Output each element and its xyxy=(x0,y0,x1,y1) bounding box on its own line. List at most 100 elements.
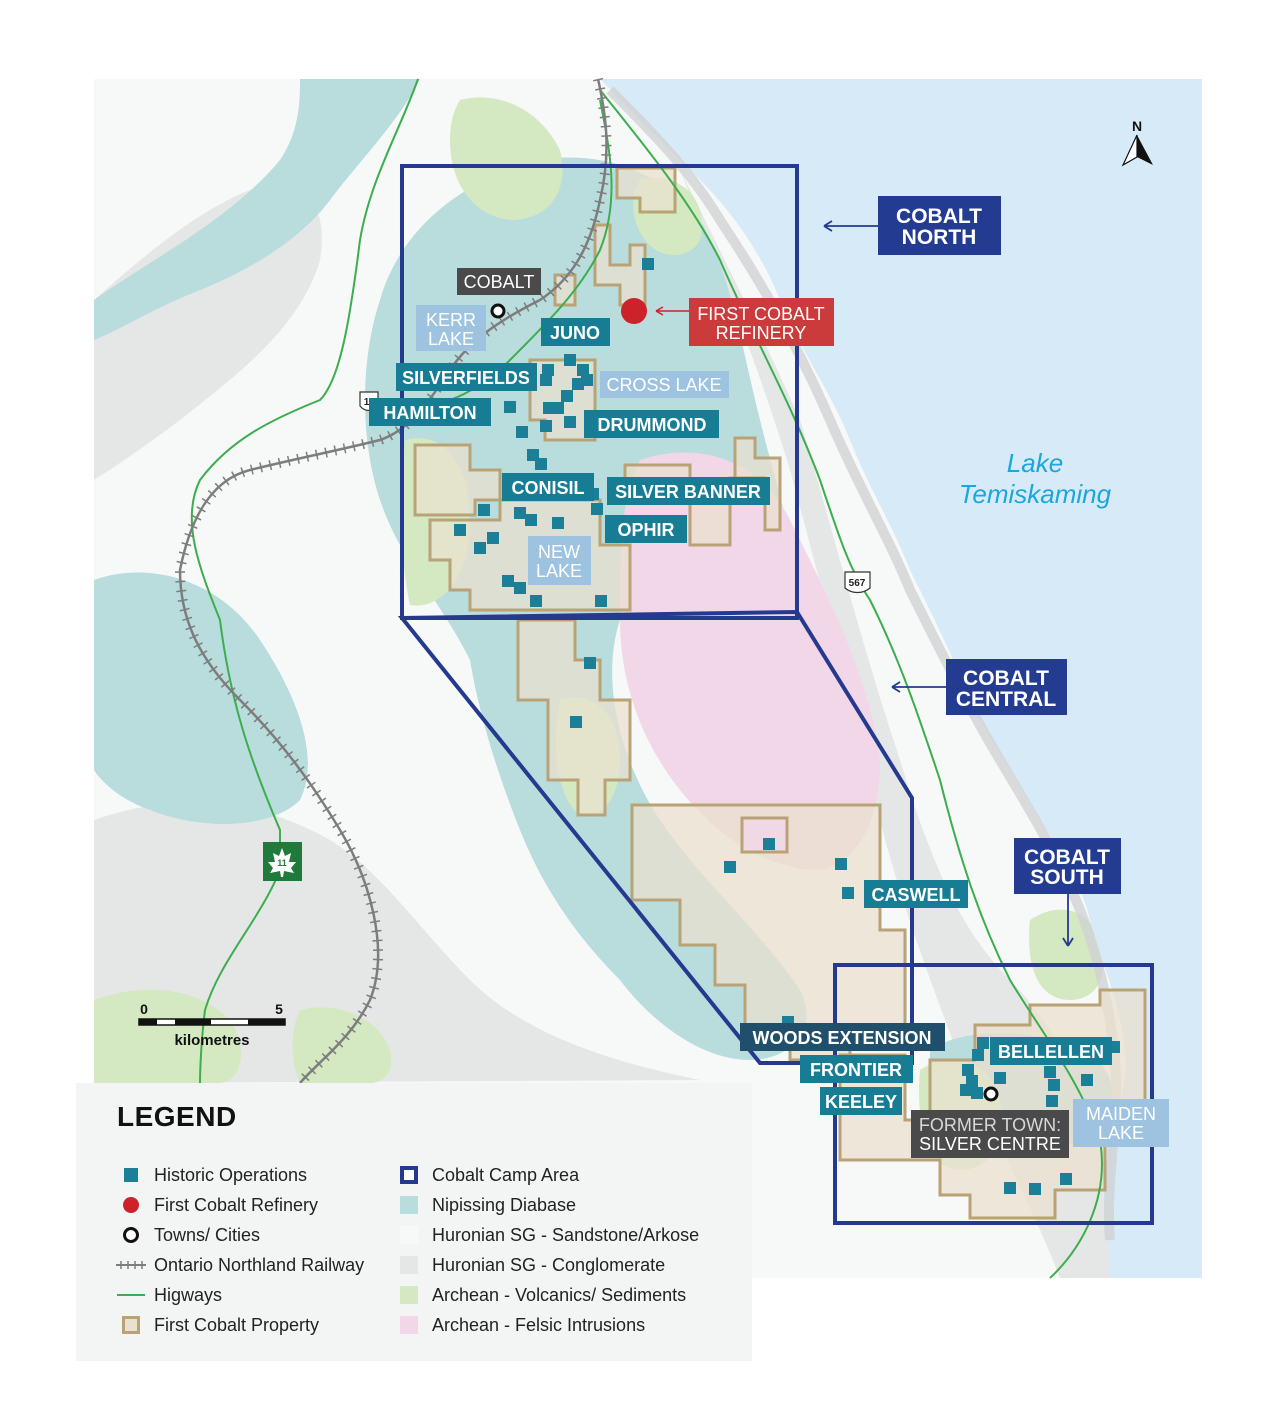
label-refinery-line2[interactable]: REFINERY xyxy=(716,323,807,343)
cobalt-central-arrow xyxy=(891,681,946,693)
historic-operation-marker[interactable] xyxy=(971,1087,983,1099)
historic-operation-marker[interactable] xyxy=(763,838,775,850)
historic-operation-marker[interactable] xyxy=(1046,1095,1058,1107)
label-kerr-lake-line2[interactable]: LAKE xyxy=(428,329,474,349)
shield-567-text: 567 xyxy=(849,578,866,589)
historic-operation-marker[interactable] xyxy=(542,364,554,376)
label-new-lake-bg xyxy=(528,536,591,585)
historic-operation-marker[interactable] xyxy=(595,595,607,607)
property-swatch-icon xyxy=(112,1314,150,1336)
historic-operation-marker[interactable] xyxy=(724,861,736,873)
ring-icon xyxy=(112,1224,150,1246)
historic-operation-marker[interactable] xyxy=(570,716,582,728)
historic-operation-marker[interactable] xyxy=(552,517,564,529)
historic-operation-marker[interactable] xyxy=(514,507,526,519)
label-maiden-lake-line2[interactable]: LAKE xyxy=(1098,1123,1144,1143)
label-juno[interactable]: JUNO xyxy=(550,323,600,343)
label-refinery-line1[interactable]: FIRST COBALT xyxy=(697,304,824,324)
camp-area-north xyxy=(400,164,799,620)
historic-operation-marker[interactable] xyxy=(516,426,528,438)
diabase-swatch-icon xyxy=(390,1194,428,1216)
label-cross-lake[interactable]: CROSS LAKE xyxy=(606,375,721,395)
label-silver-centre-bg xyxy=(911,1110,1069,1158)
historic-operation-marker[interactable] xyxy=(972,1049,984,1061)
historic-operation-marker[interactable] xyxy=(1060,1173,1072,1185)
area-label-south[interactable]: COBALT SOUTH xyxy=(1014,838,1121,894)
label-silver-centre-line1[interactable]: FORMER TOWN: xyxy=(919,1115,1061,1135)
historic-operation-marker[interactable] xyxy=(577,364,589,376)
label-conisil[interactable]: CONISIL xyxy=(511,478,584,498)
historic-operation-marker[interactable] xyxy=(561,390,573,402)
label-silverfields[interactable]: SILVERFIELDS xyxy=(402,368,530,388)
historic-operation-marker[interactable] xyxy=(584,657,596,669)
historic-operation-marker[interactable] xyxy=(564,416,576,428)
label-bellellen[interactable]: BELLELLEN xyxy=(998,1042,1104,1062)
historic-operation-marker[interactable] xyxy=(535,458,547,470)
scale-unit-label: kilometres xyxy=(174,1032,249,1049)
label-maiden-lake-line1[interactable]: MAIDEN xyxy=(1086,1104,1156,1124)
label-new-lake-line2[interactable]: LAKE xyxy=(536,561,582,581)
area-label-south-line1: COBALT xyxy=(1024,846,1110,869)
ontario-northland-railway xyxy=(174,77,612,1087)
label-new-lake-line1[interactable]: NEW xyxy=(538,542,580,562)
historic-operation-marker[interactable] xyxy=(591,503,603,515)
label-conisil-bg xyxy=(502,473,594,501)
highway-567-shield: 567 xyxy=(844,571,871,594)
label-hamilton[interactable]: HAMILTON xyxy=(383,403,476,423)
label-juno-bg xyxy=(541,318,610,346)
historic-operation-marker[interactable] xyxy=(552,402,564,414)
historic-operation-marker[interactable] xyxy=(502,575,514,587)
historic-operation-marker[interactable] xyxy=(564,354,576,366)
historic-operation-marker[interactable] xyxy=(842,887,854,899)
historic-operation-marker[interactable] xyxy=(525,514,537,526)
first-cobalt-refinery-marker[interactable] xyxy=(621,298,647,324)
historic-operation-marker[interactable] xyxy=(994,1072,1006,1084)
diabase-zone-north xyxy=(94,79,420,340)
historic-operation-marker[interactable] xyxy=(1081,1074,1093,1086)
label-caswell[interactable]: CASWELL xyxy=(872,885,961,905)
historic-operation-marker[interactable] xyxy=(540,374,552,386)
label-ophir[interactable]: OPHIR xyxy=(617,520,674,540)
area-label-central[interactable]: COBALT CENTRAL xyxy=(946,659,1067,715)
label-keeley[interactable]: KEELEY xyxy=(825,1092,897,1112)
historic-operation-marker[interactable] xyxy=(474,542,486,554)
label-silver-banner[interactable]: SILVER BANNER xyxy=(615,482,761,502)
historic-operation-marker[interactable] xyxy=(514,582,526,594)
historic-operations xyxy=(454,258,1120,1195)
historic-operation-marker[interactable] xyxy=(487,532,499,544)
legend-label: Towns/ Cities xyxy=(154,1224,261,1245)
historic-operation-marker[interactable] xyxy=(977,1037,989,1049)
label-frontier[interactable]: FRONTIER xyxy=(810,1060,902,1080)
label-maiden-lake-bg xyxy=(1073,1099,1169,1147)
area-label-north-line1: COBALT xyxy=(896,205,982,228)
label-drummond-bg xyxy=(584,410,719,438)
historic-operation-marker[interactable] xyxy=(1044,1066,1056,1078)
conglomerate-zone-west xyxy=(94,185,322,481)
historic-operation-marker[interactable] xyxy=(1004,1182,1016,1194)
historic-operation-marker[interactable] xyxy=(454,524,466,536)
legend-label: Archean - Volcanics/ Sediments xyxy=(432,1284,687,1305)
property-parcel xyxy=(593,223,647,307)
north-arrow-icon-dark xyxy=(1137,135,1153,165)
historic-operation-marker[interactable] xyxy=(581,374,593,386)
historic-operation-marker[interactable] xyxy=(962,1064,974,1076)
historic-operation-marker[interactable] xyxy=(478,504,490,516)
historic-operation-marker[interactable] xyxy=(530,595,542,607)
label-kerr-lake-line1[interactable]: KERR xyxy=(426,310,476,330)
label-silver-centre-line2[interactable]: SILVER CENTRE xyxy=(919,1134,1061,1154)
historic-operation-marker[interactable] xyxy=(540,420,552,432)
historic-operation-marker[interactable] xyxy=(1048,1079,1060,1091)
area-label-north[interactable]: COBALT NORTH xyxy=(878,196,1001,255)
historic-operation-marker[interactable] xyxy=(1029,1183,1041,1195)
historic-operation-marker[interactable] xyxy=(642,258,654,270)
label-woods-extension[interactable]: WOODS EXTENSION xyxy=(752,1028,931,1048)
historic-operation-marker[interactable] xyxy=(960,1084,972,1096)
town-silver-centre-marker[interactable] xyxy=(983,1086,999,1102)
label-drummond[interactable]: DRUMMOND xyxy=(598,415,707,435)
town-cobalt-marker[interactable] xyxy=(490,303,506,319)
historic-operation-marker[interactable] xyxy=(835,858,847,870)
historic-operation-marker[interactable] xyxy=(504,401,516,413)
scale-bar-segment xyxy=(248,1019,285,1025)
label-cobalt-town[interactable]: COBALT xyxy=(464,272,535,292)
